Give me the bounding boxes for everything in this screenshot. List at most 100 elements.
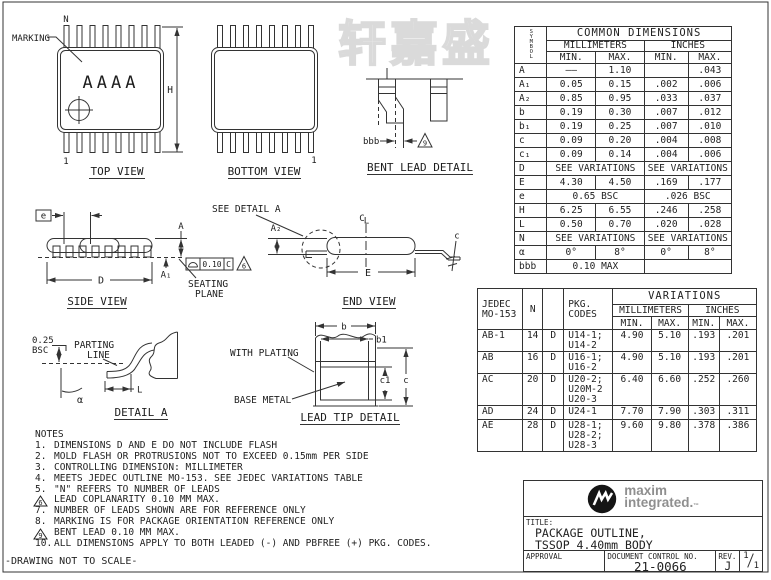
title-block-bottom-row: APPROVAL DOCUMENT CONTROL NO.21-0066 REV…	[524, 551, 762, 574]
drawing-scale-note: -DRAWING NOT TO SCALE-	[5, 556, 138, 567]
lead-tip-detail-title: LEAD TIP DETAIL	[300, 411, 400, 424]
dim-a2-label: A₂	[271, 224, 282, 234]
pin-1-label: 1	[63, 157, 68, 167]
dim-alpha-label: α	[77, 395, 83, 406]
lead-tip-detail: b b1 WITH PLATING BASE METAL c1 c LEAD T…	[230, 322, 413, 425]
dim-row-A: A——1.10.043	[513, 63, 733, 78]
revision-value: J	[724, 559, 732, 573]
package-marking: AAAA	[83, 73, 140, 93]
symbol-header: SYMBOL	[513, 26, 548, 64]
parting-line-label-1: PARTING	[74, 340, 114, 351]
pin-1-label: 1	[311, 156, 316, 166]
side-view-title: SIDE VIEW	[67, 295, 127, 308]
flatness-symbol-icon	[189, 263, 198, 268]
drawing-title-line-2: TSSOP 4.40mm BODY	[535, 538, 653, 552]
see-detail-a-label: SEE DETAIL A	[212, 204, 281, 215]
base-metal-label: BASE METAL	[234, 395, 291, 406]
detail-a: 0.25 BSC PARTING LINE L α DETAIL A	[32, 332, 178, 420]
dim-bbb-label: bbb	[363, 137, 379, 147]
dim-025-label: 0.25	[32, 336, 54, 346]
title-row: TITLE: PACKAGE OUTLINE, TSSOP 4.40mm BOD…	[524, 517, 762, 552]
top-view: N 1 MARKING AAAA H TOP VIEW	[12, 15, 183, 179]
note-4: 4.MEETS JEDEC OUTLINE MO-153. SEE JEDEC …	[35, 472, 363, 484]
jedec-header: JEDEC MO-153	[476, 288, 524, 330]
dim-bsc-label: BSC	[32, 346, 48, 356]
dim-d-label: D	[98, 276, 104, 287]
top-view-title: TOP VIEW	[91, 165, 144, 178]
pkg-codes-header: PKG. CODES	[563, 288, 614, 330]
notes-title: NOTES	[35, 429, 64, 440]
dim-c-full-label: c	[403, 376, 408, 386]
bottom-view-title: BOTTOM VIEW	[228, 165, 301, 178]
bent-lead-detail: 9 bbb BENT LEAD DETAIL	[363, 68, 473, 175]
seating-plane-label-2: PLANE	[195, 289, 224, 300]
approval-cell: APPROVAL	[524, 551, 606, 571]
centerline-symbol-c: C	[359, 214, 364, 224]
note-flag-6: 6	[242, 263, 246, 271]
maxim-logo-icon	[588, 484, 617, 513]
centerline-symbol-l: L	[364, 217, 369, 227]
side-view: 6 e D A A₁ 0.10 C SEATING PLANE SEE DETA…	[36, 204, 303, 309]
dim-symbol-header	[542, 288, 565, 330]
drawing-title-line-1: PACKAGE OUTLINE,	[535, 526, 646, 540]
sheet-denominator: 1	[753, 561, 759, 571]
title-block: maxim integrated.™ TITLE: PACKAGE OUTLIN…	[523, 480, 763, 574]
end-view: A₂ C L E c END VIEW	[268, 214, 460, 309]
dim-c1-label: c1	[380, 376, 391, 386]
note-5: 5."N" REFERS TO NUMBER OF LEADS	[35, 483, 220, 495]
document-number: 21-0066	[634, 559, 687, 574]
note-flag-triangle-icon: 6	[33, 495, 48, 507]
note-flag-9: 9	[423, 140, 427, 148]
watermark: 轩嘉盛	[337, 15, 495, 73]
dim-l-label: L	[137, 386, 142, 396]
brand-wordmark: maxim integrated.™	[624, 482, 699, 513]
dim-a-label: A	[178, 222, 184, 232]
n-header: N	[522, 288, 544, 330]
sheet-numerator: 1	[743, 551, 749, 561]
title-label: TITLE:	[526, 518, 554, 527]
brand-row: maxim integrated.™	[524, 481, 762, 517]
notes: NOTES 1.DIMENSIONS D AND E DO NOT INCLUD…	[20, 429, 506, 550]
bottom-view: 1 BOTTOM VIEW	[212, 26, 318, 179]
brand-line-2: integrated.™	[624, 495, 699, 510]
detail-a-title: DETAIL A	[115, 406, 168, 419]
sheet-border	[3, 2, 768, 572]
pin-n-label: N	[63, 15, 68, 25]
dim-c-label: c	[454, 232, 459, 242]
seating-plane-label-1: SEATING	[188, 279, 228, 290]
marking-label: MARKING	[12, 34, 50, 44]
dim-e-label: e	[41, 212, 46, 222]
note-2: 2.MOLD FLASH OR PROTRUSIONS NOT TO EXCEE…	[35, 450, 369, 462]
with-plating-label: WITH PLATING	[230, 348, 299, 359]
dim-b1-label: b1	[376, 336, 387, 346]
brand-line-1: maxim	[624, 482, 668, 498]
note-7: 7.NUMBER OF LEADS SHOWN ARE FOR REFERENC…	[35, 505, 306, 517]
dim-b-label: b	[341, 323, 346, 333]
fcf-tolerance: 0.10	[202, 260, 221, 269]
bent-lead-detail-title: BENT LEAD DETAIL	[367, 161, 473, 174]
trademark-symbol: ™	[693, 503, 699, 509]
parting-line-label-2: LINE	[87, 350, 110, 361]
document-control-cell: DOCUMENT CONTROL NO.21-0066	[605, 551, 717, 574]
common-dimensions-title: COMMON DIMENSIONS	[546, 26, 732, 41]
